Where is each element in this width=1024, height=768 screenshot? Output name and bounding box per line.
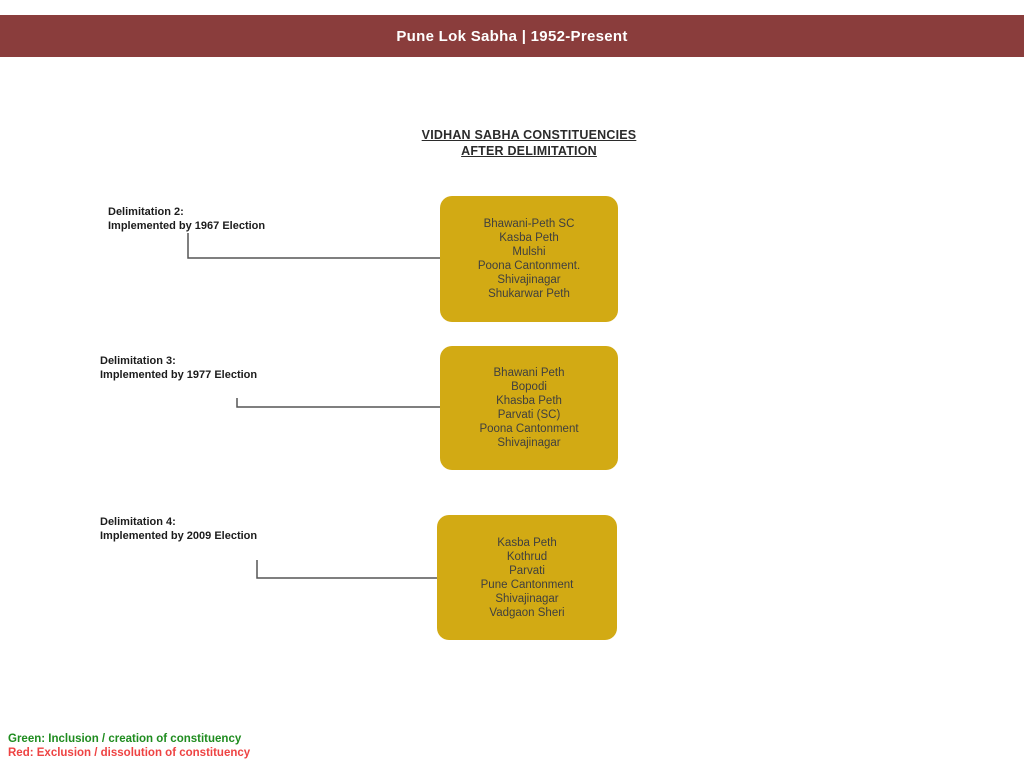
constituency-box-2009: Kasba Peth Kothrud Parvati Pune Cantonme… (437, 515, 617, 640)
diagram-title-line1: VIDHAN SABHA CONSTITUENCIES (421, 128, 637, 142)
delimitation-2-label-line1: Delimitation 2: (108, 206, 184, 218)
delimitation-4-label-line1: Delimitation 4: (100, 516, 176, 528)
delimitation-4-label-line2: Implemented by 2009 Election (100, 530, 258, 542)
diagram-title: VIDHAN SABHA CONSTITUENCIES AFTER DELIMI… (369, 128, 689, 159)
connector-delimitation-4 (256, 560, 437, 579)
constituency-item: Bopodi (511, 381, 547, 393)
header-bar: Pune Lok Sabha | 1952-Present (0, 15, 1024, 57)
constituency-item: Parvati (509, 564, 545, 577)
constituency-item: Khasba Peth (496, 395, 562, 407)
connector-delimitation-2 (187, 233, 440, 259)
delimitation-2-label: Delimitation 2: Implemented by 1967 Elec… (108, 205, 265, 233)
delimitation-3-label: Delimitation 3: Implemented by 1977 Elec… (100, 354, 257, 382)
constituency-item: Shivajinagar (497, 437, 561, 449)
constituency-item: Shukarwar Peth (488, 288, 570, 300)
delimitation-3-label-line1: Delimitation 3: (100, 355, 176, 367)
connector-delimitation-3 (236, 398, 440, 408)
header-title: Pune Lok Sabha | 1952-Present (396, 27, 628, 45)
constituency-item: Kasba Peth (497, 536, 557, 549)
constituency-item: Vadgaon Sheri (489, 606, 565, 619)
delimitation-3-label-line2: Implemented by 1977 Election (100, 369, 258, 381)
legend: Green: Inclusion / creation of constitue… (8, 732, 250, 760)
constituency-item: Shivajinagar (497, 274, 561, 286)
constituency-item: Poona Cantonment (479, 423, 579, 435)
constituency-item: Shivajinagar (495, 592, 559, 605)
constituency-item: Kasba Peth (499, 232, 559, 244)
constituency-item: Pune Cantonment (480, 578, 574, 591)
delimitation-2-label-line2: Implemented by 1967 Election (108, 220, 266, 232)
constituency-box-1967: Bhawani-Peth SC Kasba Peth Mulshi Poona … (440, 196, 618, 322)
diagram-title-line2: AFTER DELIMITATION (461, 143, 597, 158)
constituency-item: Poona Cantonment. (477, 260, 581, 272)
legend-red-entry: Red: Exclusion / dissolution of constitu… (8, 747, 251, 759)
constituency-box-1977: Bhawani Peth Bopodi Khasba Peth Parvati … (440, 346, 618, 470)
constituency-item: Bhawani Peth (493, 367, 565, 379)
constituency-item: Mulshi (512, 246, 546, 258)
legend-green-entry: Green: Inclusion / creation of constitue… (8, 733, 242, 745)
constituency-item: Parvati (SC) (497, 409, 561, 421)
constituency-item: Kothrud (506, 550, 548, 563)
delimitation-4-label: Delimitation 4: Implemented by 2009 Elec… (100, 515, 257, 543)
constituency-item: Bhawani-Peth SC (483, 218, 575, 230)
